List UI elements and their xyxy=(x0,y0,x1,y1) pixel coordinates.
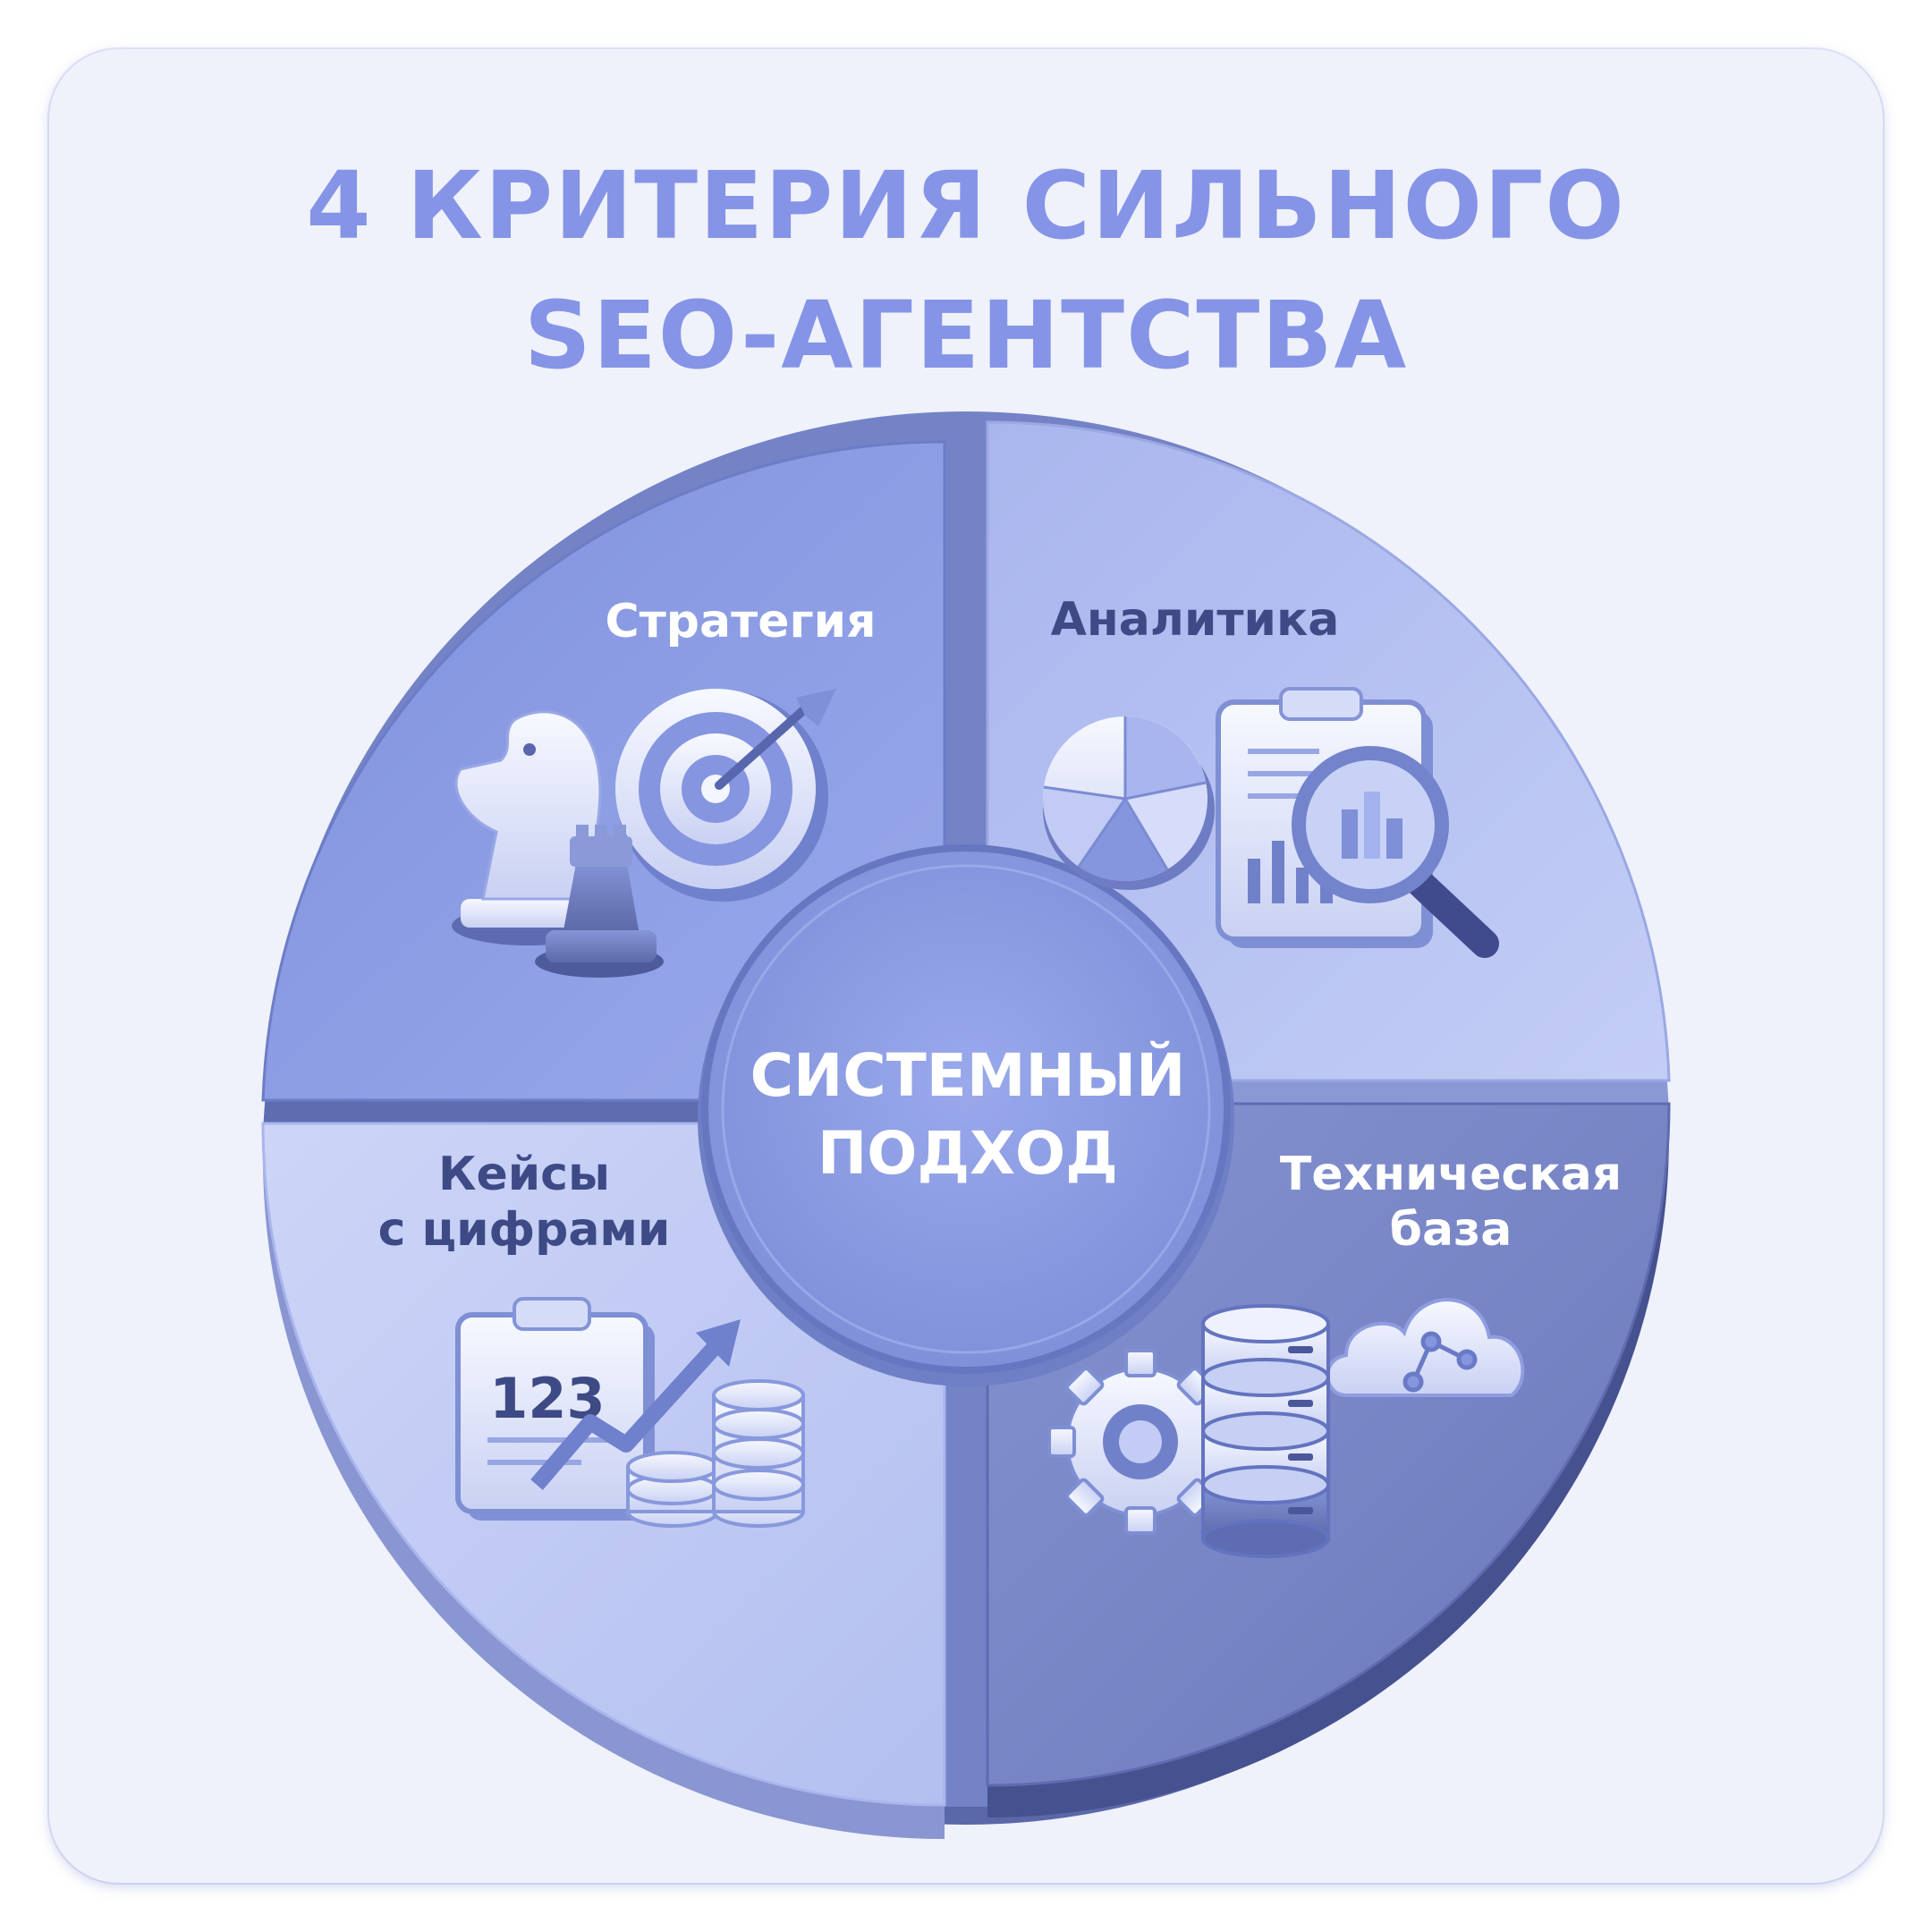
title-line-1: 4 КРИТЕРИЯ СИЛЬНОГО xyxy=(306,151,1626,260)
gear-database-cloud-icon xyxy=(1047,1298,1525,1558)
strategy-label: Стратегия xyxy=(605,595,876,648)
center-hub xyxy=(698,844,1234,1386)
center-label-line-1: СИСТЕМНЫЙ xyxy=(750,1040,1186,1110)
tech-label-line-1: Техническая xyxy=(1280,1148,1622,1201)
clipboard-coins-growth-icon: 123 xyxy=(455,1297,805,1528)
pie-chart-report-icon xyxy=(1043,687,1499,958)
cases-label-line-2: с цифрами xyxy=(378,1203,671,1257)
cases-label-line-1: Кейсы xyxy=(438,1148,610,1201)
analytics-label: Аналитика xyxy=(1051,593,1340,647)
center-label-line-2: ПОДХОД xyxy=(818,1119,1118,1188)
tech-label-line-2: база xyxy=(1390,1203,1513,1257)
title-line-2: SEO-АГЕНТСТВА xyxy=(523,281,1409,390)
chess-target-icon xyxy=(452,689,836,978)
